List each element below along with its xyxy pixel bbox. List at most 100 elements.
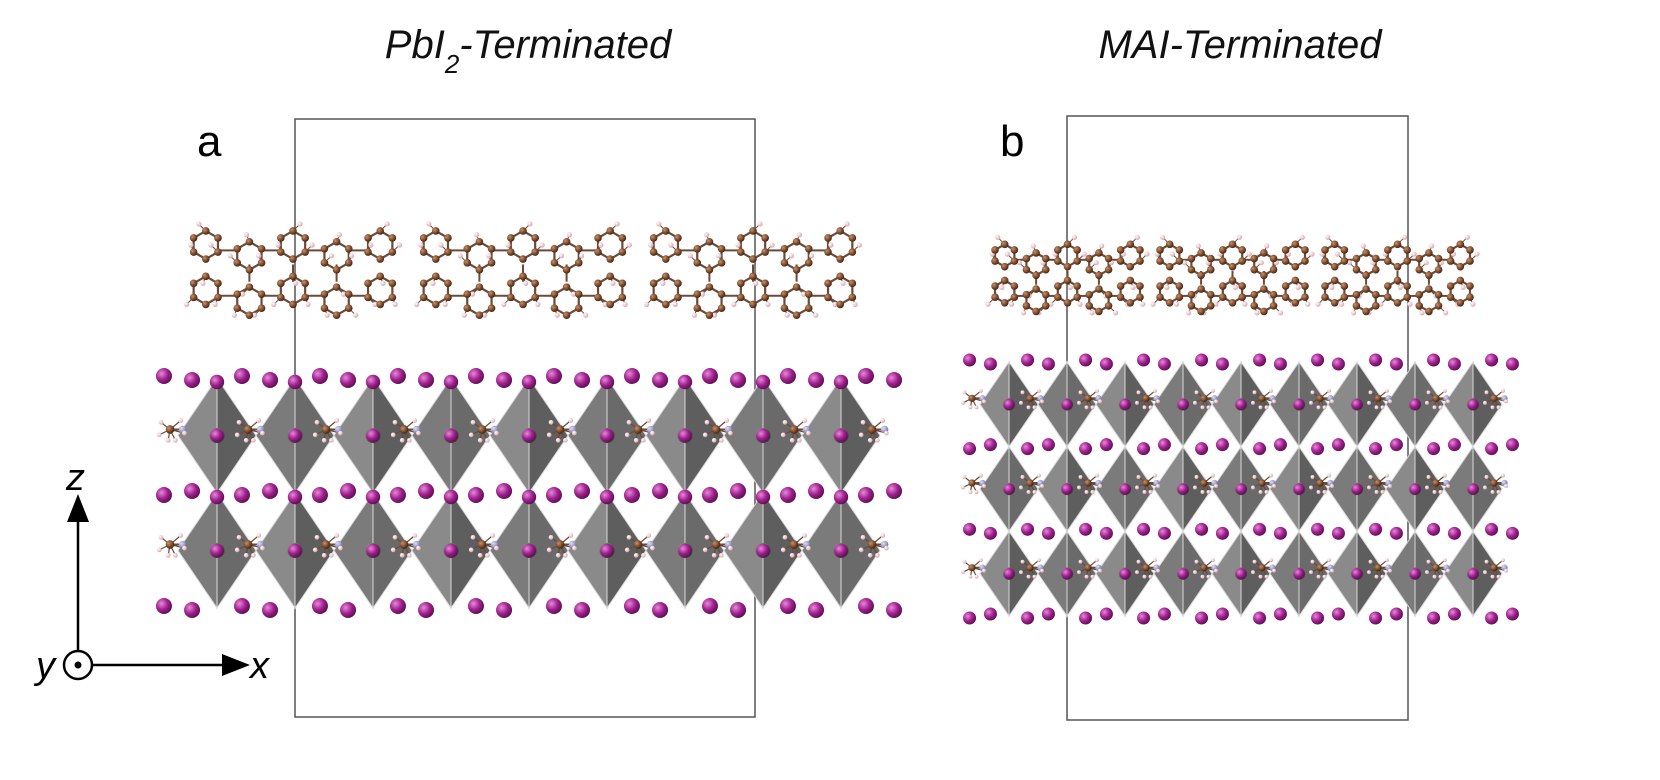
hydrogen-atom xyxy=(702,432,708,438)
carbon-atom xyxy=(1432,394,1440,402)
carbon-atom xyxy=(824,279,832,288)
carbon-atom xyxy=(1197,307,1205,316)
hydrogen-atom xyxy=(719,437,724,443)
carbon-atom xyxy=(1073,246,1081,254)
carbon-atom xyxy=(1269,265,1278,274)
carbon-atom xyxy=(531,248,539,256)
hydrogen-atom xyxy=(1374,405,1379,410)
carbon-atom xyxy=(1187,254,1196,263)
carbon-atom xyxy=(320,304,329,312)
hydrogen-atom xyxy=(724,418,730,423)
iodine-atom xyxy=(521,489,537,505)
carbon-atom xyxy=(189,248,198,256)
hydrogen-atom xyxy=(1095,388,1099,393)
hydrogen-atom xyxy=(1008,301,1015,307)
iodine-atom xyxy=(262,372,279,388)
hydrogen-atom xyxy=(1169,251,1175,257)
hydrogen-atom xyxy=(384,221,390,227)
carbon-atom xyxy=(463,304,472,312)
carbon-atom xyxy=(507,248,515,256)
carbon-atom xyxy=(749,272,757,281)
carbon-atom xyxy=(233,244,242,253)
carbon-atom xyxy=(761,234,769,242)
hydrogen-atom xyxy=(416,545,421,551)
hydrogen-atom xyxy=(641,552,646,558)
carbon-atom xyxy=(376,255,385,263)
hydrogen-atom xyxy=(1272,399,1276,404)
hydrogen-atom xyxy=(1484,390,1489,395)
carbon-atom xyxy=(555,425,565,434)
hydrogen-atom xyxy=(535,301,541,307)
hydrogen-atom xyxy=(1090,490,1095,494)
iodine-atom xyxy=(311,598,328,614)
hydrogen-atom xyxy=(884,430,889,436)
iodine-atom xyxy=(833,489,849,505)
hydrogen-atom xyxy=(1264,243,1270,249)
hydrogen-atom xyxy=(801,291,807,297)
carbon-atom xyxy=(1041,254,1050,263)
hydrogen-atom xyxy=(399,437,405,443)
hydrogen-atom xyxy=(457,253,463,259)
hydrogen-atom xyxy=(1019,400,1023,405)
hydrogen-atom xyxy=(212,301,218,307)
iodine-atom xyxy=(808,483,825,499)
hydrogen-atom xyxy=(297,221,303,227)
hydrogen-atom xyxy=(1232,284,1238,291)
carbon-atom xyxy=(1316,564,1324,572)
hydrogen-atom xyxy=(1269,388,1273,393)
carbon-atom xyxy=(633,540,643,549)
hydrogen-atom xyxy=(806,430,811,436)
carbon-atom xyxy=(991,246,999,254)
methylammonium-cation xyxy=(468,533,499,558)
carbon-atom xyxy=(1054,282,1062,290)
organic-molecule xyxy=(1315,234,1480,316)
hydrogen-atom xyxy=(1206,405,1211,410)
carbon-atom xyxy=(202,272,210,281)
iodine-atom xyxy=(155,368,172,384)
carbon-atom xyxy=(344,244,353,253)
carbon-atom xyxy=(1490,564,1498,572)
hydrogen-atom xyxy=(1090,574,1095,579)
hydrogen-atom xyxy=(1329,284,1335,291)
hydrogen-atom xyxy=(724,533,730,538)
hydrogen-atom xyxy=(797,437,802,443)
iodine-atom xyxy=(678,428,692,443)
carbon-atom xyxy=(1321,246,1329,254)
carbon-atom xyxy=(507,279,515,288)
hydrogen-atom xyxy=(353,312,359,318)
hydrogen-atom xyxy=(867,552,873,558)
carbon-atom xyxy=(761,293,769,302)
hydrogen-atom xyxy=(563,552,568,558)
iodine-atom xyxy=(701,368,718,384)
hydrogen-atom xyxy=(884,545,889,551)
carbon-atom xyxy=(1187,302,1196,310)
hydrogen-atom xyxy=(477,552,483,558)
panel-a-label: a xyxy=(197,117,222,166)
carbon-atom xyxy=(1084,394,1092,402)
hydrogen-atom xyxy=(633,552,639,558)
iodine-atom xyxy=(1099,438,1113,452)
carbon-atom xyxy=(1010,282,1019,290)
hydrogen-atom xyxy=(470,534,476,540)
carbon-atom xyxy=(1281,282,1290,290)
carbon-atom xyxy=(388,293,397,302)
hydrogen-atom xyxy=(442,301,448,307)
carbon-atom xyxy=(444,293,452,302)
hydrogen-atom xyxy=(486,253,492,259)
carbon-atom xyxy=(332,266,341,274)
carbon-atom xyxy=(1165,299,1174,307)
iodine-atom xyxy=(779,368,796,384)
hydrogen-atom xyxy=(985,301,991,307)
methylammonium-cation xyxy=(961,558,986,579)
iodine-atom xyxy=(652,372,669,388)
hydrogen-atom xyxy=(1254,310,1260,316)
hydrogen-atom xyxy=(1272,484,1276,488)
carbon-atom xyxy=(388,279,397,288)
hydrogen-atom xyxy=(1258,574,1263,579)
carbon-atom xyxy=(1219,293,1227,302)
iodine-atom xyxy=(983,526,997,540)
carbon-atom xyxy=(507,293,515,302)
hydrogen-atom xyxy=(399,552,405,558)
iodine-atom xyxy=(779,487,796,503)
hydrogen-atom xyxy=(1037,388,1041,393)
